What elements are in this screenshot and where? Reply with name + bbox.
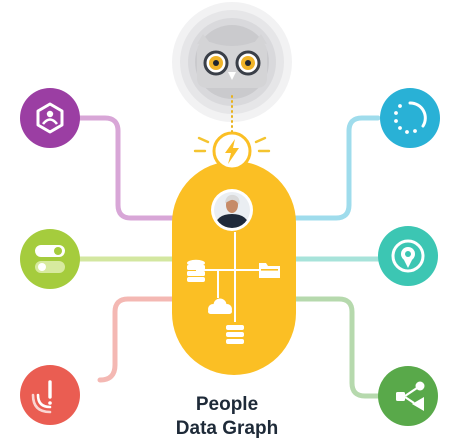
connector-lines bbox=[77, 115, 381, 399]
target-pin-icon bbox=[391, 239, 425, 273]
energy-badge bbox=[212, 131, 252, 171]
caption-line-2: Data Graph bbox=[175, 418, 279, 439]
toggle-switches-icon bbox=[35, 245, 65, 273]
integration-bottom-left bbox=[20, 365, 80, 425]
share-nodes-icon bbox=[396, 381, 425, 411]
integration-bottom-right bbox=[378, 366, 438, 426]
integration-mid-right bbox=[378, 226, 438, 286]
integration-mid-left bbox=[20, 229, 80, 289]
integration-top-left bbox=[20, 88, 80, 148]
connector-top-right bbox=[287, 115, 381, 221]
connector-top-left bbox=[77, 115, 183, 221]
database-icon bbox=[187, 259, 205, 282]
hub-internal-lines bbox=[196, 232, 268, 322]
caption-line-1: People bbox=[195, 394, 259, 415]
hexagon-people-icon bbox=[36, 102, 64, 134]
cloud-icon bbox=[208, 298, 232, 314]
owl-mascot bbox=[172, 2, 292, 122]
integration-top-right bbox=[380, 88, 440, 148]
person-avatar-icon bbox=[211, 189, 253, 231]
server-stack-icon bbox=[226, 325, 244, 344]
folder-icon bbox=[259, 263, 280, 278]
connector-bottom-left bbox=[97, 296, 183, 383]
signal-alert-icon bbox=[31, 380, 52, 414]
owl-icon bbox=[197, 34, 267, 88]
dotted-loader-icon bbox=[394, 101, 427, 134]
connector-bottom-right bbox=[287, 296, 381, 399]
lightning-bolt-icon bbox=[225, 139, 239, 164]
spark-rays bbox=[193, 136, 271, 153]
